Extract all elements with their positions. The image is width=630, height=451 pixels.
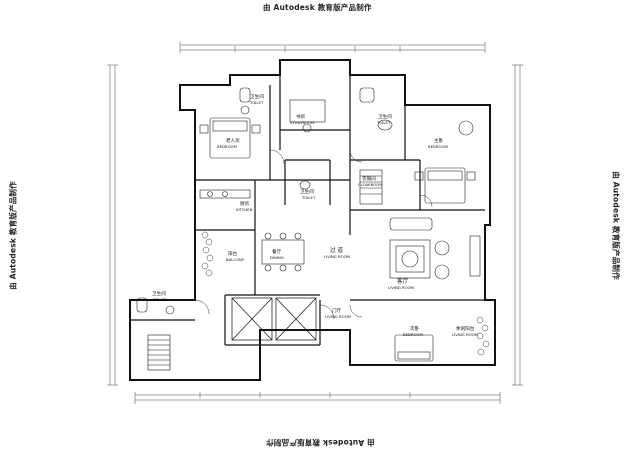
label-toilet2-cn: 卫生间	[378, 113, 392, 120]
label-master-bedroom-en: BEDROOM	[428, 144, 448, 149]
exterior-walls	[129, 59, 496, 381]
label-cloakroom-en: CLOAKROOM	[358, 182, 383, 187]
furniture	[136, 87, 481, 362]
label-bedroom-bottom-cn: 次卧	[410, 325, 420, 332]
interior-walls	[130, 75, 485, 346]
label-bedroom-bottom-en: BEDROOM	[403, 332, 423, 337]
elevator-shafts	[231, 297, 317, 341]
label-study-cn: 书房	[296, 113, 306, 120]
label-balcony-right-en: LIVING ROOM	[452, 332, 478, 337]
label-master-toilet-en: TOILET	[249, 100, 264, 105]
label-bedroom-left-en: BEDROOM	[217, 144, 237, 149]
label-balcony-cn: 阳台	[228, 250, 238, 257]
label-master-bedroom-cn: 主卧	[434, 137, 444, 144]
label-toilet-mid-cn: 卫生间	[300, 188, 314, 195]
label-entrance-en: LIVING ROOM	[325, 314, 351, 319]
label-study-en: STUDYROOM	[290, 120, 314, 125]
label-entrance-cn: 门厅	[332, 307, 342, 314]
label-kitchen-cn: 厨房	[240, 200, 250, 207]
label-toilet-left-en: TOILET	[152, 297, 167, 302]
label-bedroom-left-cn: 老人房	[226, 137, 240, 144]
label-toilet-mid-en: TOILET	[301, 195, 316, 200]
label-corridor-cn: 过 道	[330, 246, 343, 254]
label-master-toilet-cn: 卫生间	[250, 93, 264, 100]
label-dining-cn: 餐厅	[272, 248, 282, 255]
label-kitchen-en: KITCHEN	[236, 207, 253, 212]
room-labels: 卫生间 TOILET 书房 STUDYROOM 卫生间 TOILET 老人房 B…	[152, 93, 478, 337]
plant-decorations	[201, 231, 490, 356]
label-living-en: LIVING ROOM	[388, 285, 414, 290]
dimension-lines	[107, 42, 523, 404]
door-swings	[194, 149, 433, 320]
label-cloakroom-cn: 衣帽间	[362, 175, 376, 182]
label-toilet-left-cn: 卫生间	[152, 290, 166, 297]
label-toilet2-en: TOILET	[376, 120, 391, 125]
staircase	[147, 334, 171, 371]
label-living-cn: 客厅	[397, 277, 409, 285]
watermark-top: 由 Autodesk 教育版产品制作	[263, 3, 372, 12]
label-dining-en: DINING	[270, 255, 284, 260]
label-balcony-en: BALCONY	[226, 257, 245, 262]
label-corridor-en: LIVING ROOM	[324, 254, 350, 259]
label-balcony-right-cn: 休闲阳台	[456, 325, 475, 332]
